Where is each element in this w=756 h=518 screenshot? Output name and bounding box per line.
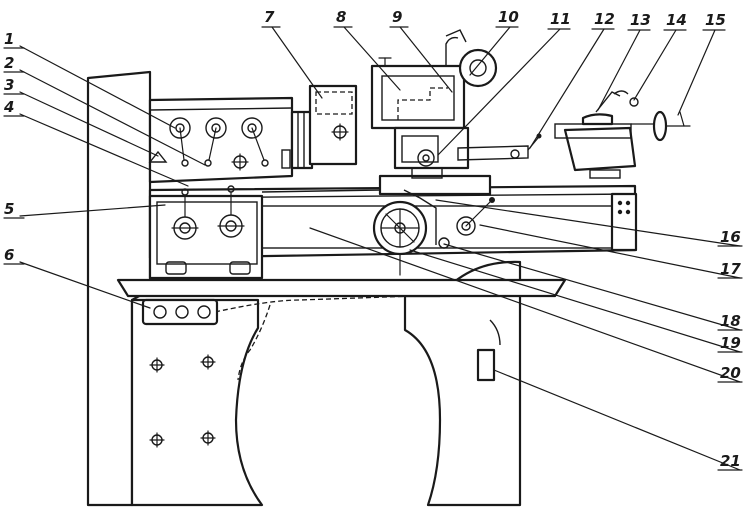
- callout-2: 2: [4, 54, 14, 72]
- apron-handwheel: [372, 189, 495, 276]
- tailstock: [563, 126, 637, 172]
- callout-18: 18: [720, 312, 741, 330]
- callout-6: 6: [4, 246, 14, 264]
- callout-8: 8: [336, 8, 346, 26]
- callout-labels: 1 2 3 4 5 6 7 8 9 10 11 12 13 14 15 16 1…: [3, 8, 743, 471]
- lathe-drawing: [86, 29, 691, 507]
- bed-end-block: [610, 192, 638, 252]
- headstock-levers: [148, 117, 291, 171]
- chuck-guard: [308, 84, 358, 166]
- headstock: [148, 96, 294, 184]
- cross-slide: [393, 126, 470, 170]
- leg-bolts: [149, 354, 216, 448]
- callout-9: 9: [392, 8, 402, 26]
- callout-20: 20: [720, 364, 741, 382]
- callout-7: 7: [264, 8, 275, 26]
- callout-15: 15: [705, 11, 726, 29]
- leader-lines: [19, 26, 741, 471]
- callout-12: 12: [594, 10, 615, 28]
- callout-17: 17: [720, 260, 741, 278]
- left-leg: [130, 298, 264, 507]
- callout-14: 14: [666, 11, 687, 29]
- callout-5: 5: [4, 200, 14, 218]
- callout-21: 21: [720, 452, 741, 470]
- chip-tray: [116, 278, 567, 298]
- callout-4: 4: [3, 98, 14, 116]
- right-leg: [403, 260, 522, 507]
- feed-gearbox: [148, 194, 264, 280]
- lead-screw: [261, 189, 381, 193]
- carriage-apron: [378, 174, 492, 196]
- callout-11: 11: [550, 10, 571, 28]
- callout-16: 16: [720, 228, 741, 246]
- callout-10: 10: [498, 8, 519, 26]
- callout-1: 1: [4, 30, 14, 48]
- gearbox-knobs: [171, 185, 245, 240]
- right-leg-window: [476, 348, 496, 382]
- control-cable: [214, 295, 416, 313]
- lamp: [445, 29, 498, 88]
- callout-13: 13: [630, 11, 651, 29]
- callout-19: 19: [720, 334, 741, 352]
- callout-3: 3: [4, 76, 14, 94]
